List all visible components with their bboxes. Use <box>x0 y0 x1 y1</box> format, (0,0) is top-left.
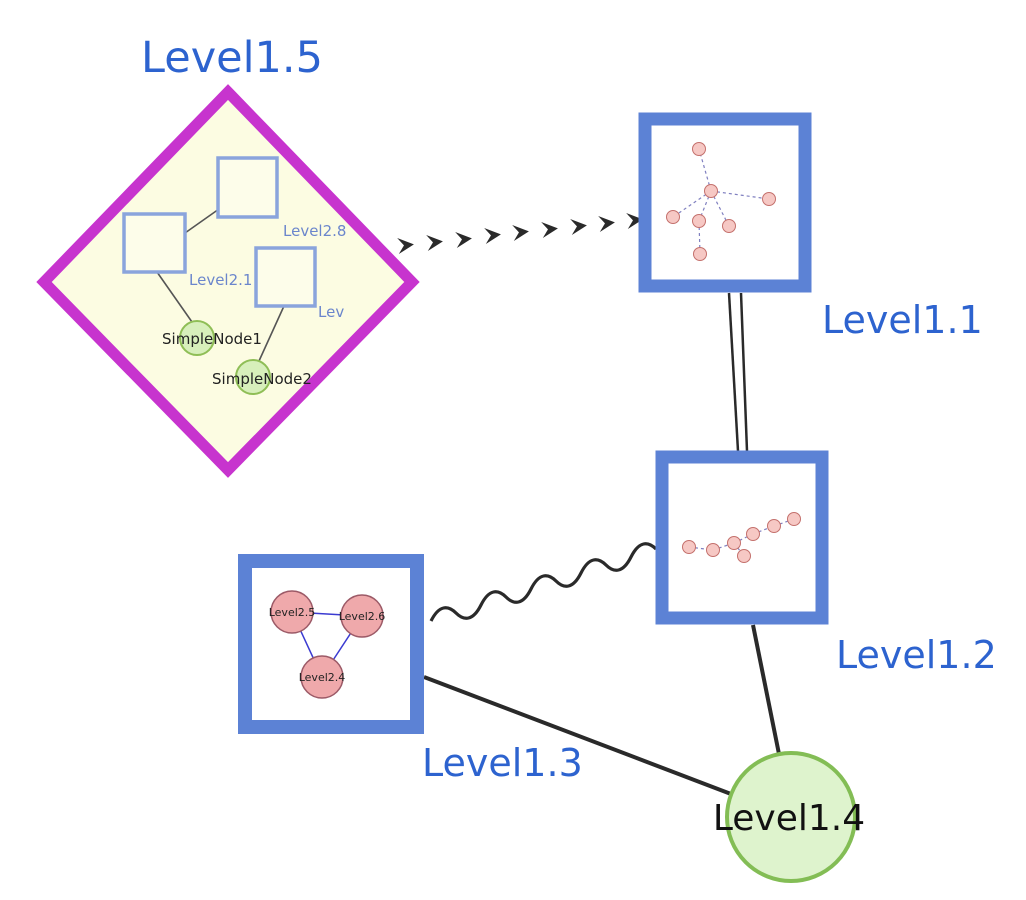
node-level2-6[interactable] <box>340 594 384 638</box>
node-lev[interactable] <box>254 246 317 308</box>
inner-node[interactable] <box>693 247 707 261</box>
edge-level13-level14[interactable] <box>423 675 732 796</box>
edge-level15-level11[interactable] <box>397 211 644 254</box>
level1-2-inner-graph <box>682 512 801 563</box>
edge-level11-level12[interactable] <box>727 292 749 452</box>
inner-node[interactable] <box>727 536 741 550</box>
node-level2-5-label: Level2.5 <box>269 606 316 619</box>
edge-level2-1-level2-8[interactable] <box>184 208 220 234</box>
inner-node[interactable] <box>706 543 720 557</box>
node-level2-1[interactable] <box>122 212 187 274</box>
group-level1-5-label: Level1.5 <box>141 33 323 83</box>
inner-node[interactable] <box>762 192 776 206</box>
level1-1-inner-graph <box>666 142 776 261</box>
inner-node[interactable] <box>746 527 760 541</box>
group-level1-3-label: Level1.3 <box>422 741 583 785</box>
node-level2-1-label: Level2.1 <box>189 271 252 289</box>
node-simplenode2[interactable] <box>235 359 271 395</box>
node-simplenode1-label: SimpleNode1 <box>162 330 262 348</box>
node-level1-4[interactable] <box>725 751 857 883</box>
edge-level13-level12[interactable] <box>429 542 658 622</box>
inner-node[interactable] <box>692 142 706 156</box>
inner-node[interactable] <box>704 184 718 198</box>
inner-node[interactable] <box>692 214 706 228</box>
node-level2-5[interactable] <box>270 590 314 634</box>
node-level2-8[interactable] <box>216 156 279 219</box>
inner-node[interactable] <box>787 512 801 526</box>
inner-node[interactable] <box>722 219 736 233</box>
level1-5-diamond[interactable] <box>36 84 420 478</box>
group-level1-2-label: Level1.2 <box>836 633 997 677</box>
inner-node[interactable] <box>737 549 751 563</box>
level1-1-square[interactable] <box>638 112 812 293</box>
inner-node[interactable] <box>682 540 696 554</box>
node-lev-label: Lev <box>318 303 344 321</box>
node-level2-8-label: Level2.8 <box>283 222 346 240</box>
node-simplenode2-label: SimpleNode2 <box>212 370 312 388</box>
level1-3-square[interactable] <box>238 554 424 734</box>
edge-level2-1-simplenode1[interactable] <box>156 271 193 323</box>
inner-node[interactable] <box>666 210 680 224</box>
inner-node[interactable] <box>767 519 781 533</box>
node-simplenode1[interactable] <box>179 320 215 356</box>
node-level2-4[interactable] <box>300 655 344 699</box>
node-level2-4-label: Level2.4 <box>299 671 346 684</box>
level1-2-square[interactable] <box>655 450 829 625</box>
group-node-level1-3: Level2.5 Level2.6 Level2.4 Level1.3 <box>238 554 583 785</box>
node-level1-4-label: Level1.4 <box>713 798 865 839</box>
edge-level12-level14[interactable] <box>751 624 781 755</box>
group-level1-1-label: Level1.1 <box>822 298 983 342</box>
group-node-level1-1: Level1.1 <box>638 112 983 342</box>
edge-lev-simplenode2[interactable] <box>258 305 285 362</box>
level1-3-inner-graph: Level2.5 Level2.6 Level2.4 <box>269 590 386 699</box>
node-level1-4-group: Level1.4 <box>713 751 865 883</box>
group-node-level1-5: Level2.8 Level2.1 Lev SimpleNode1 Simple… <box>36 33 420 478</box>
node-level2-6-label: Level2.6 <box>339 610 386 623</box>
group-node-level1-2: Level1.2 <box>655 450 997 677</box>
